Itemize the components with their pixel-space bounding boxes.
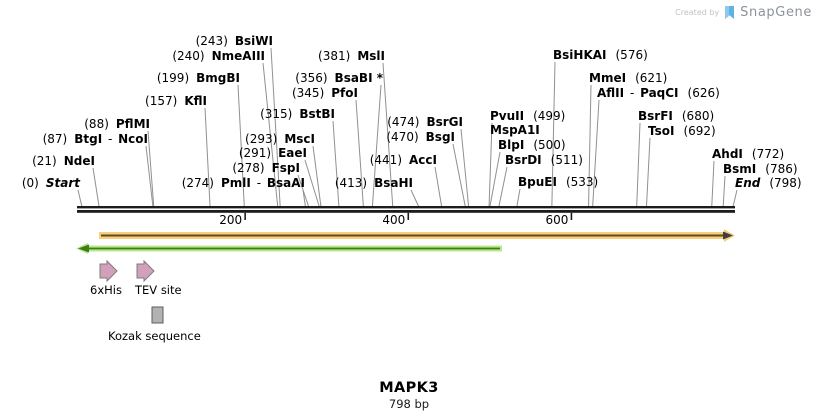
feature-label-kozak-sequence: Kozak sequence [108, 329, 201, 343]
site-label-pflmi: (88)PflMI [84, 117, 150, 131]
site-label-bsahi: (413)BsaHI [334, 176, 413, 190]
ruler-tick-label: 400 [382, 213, 405, 227]
site-connector-line [147, 130, 155, 208]
snapgene-brand-text: SnapGene [740, 5, 812, 20]
site-connector-line [355, 99, 364, 208]
site-label-nmeaiii: (240)NmeAIII [172, 49, 265, 63]
site-label-pmli-bsaai: (274)PmlI - BsaAI [181, 176, 305, 190]
site-label-btgi-ncoi: (87)BtgI - NcoI [42, 132, 148, 146]
site-label-mmei: MmeI(621) [589, 71, 668, 85]
site-connector-line [452, 143, 466, 208]
site-label-bstbi: (315)BstBI [260, 107, 335, 121]
site-label-msci: (293)MscI [245, 132, 315, 146]
snapgene-logo-icon [725, 5, 735, 19]
feature-label-6xhis: 6xHis [90, 283, 122, 297]
site-label-blpi: BlpI(500) [498, 138, 566, 152]
site-connector-line [145, 145, 154, 208]
site-connector-line [516, 188, 521, 208]
site-label-msli: (381)MslI [318, 49, 385, 63]
site-label-acci: (441)AccI [369, 153, 437, 167]
reverse-arrow-head [78, 244, 89, 253]
ruler-tick-label: 600 [546, 213, 569, 227]
site-label-fspi: (278)FspI [232, 161, 300, 175]
site-label-bsrfi: BsrFI(680) [638, 109, 715, 123]
ruler-tick-label: 200 [219, 213, 242, 227]
feature-arrow-6xhis [99, 259, 118, 283]
map-length-label: 798 bp [388, 397, 430, 411]
site-connector-line [434, 166, 443, 208]
site-connector-line [592, 99, 600, 208]
feature-arrow-tev-site [136, 259, 155, 283]
site-connector-line [488, 122, 493, 208]
site-connector-line [588, 84, 592, 208]
site-label-aflii-paqci: AflII - PaqCI(626) [597, 86, 720, 100]
reverse-arrow-core [89, 247, 500, 250]
site-label-bsihkai: BsiHKAI(576) [553, 48, 648, 62]
feature-box-kozak-sequence [151, 306, 164, 324]
site-label-ndei: (21)NdeI [32, 154, 95, 168]
site-connector-line [460, 128, 470, 208]
site-label-bmgbi: (199)BmgBI [156, 71, 240, 85]
site-connector-line [636, 122, 641, 208]
site-connector-line [270, 47, 281, 208]
site-label-kfli: (157)KflI [145, 94, 207, 108]
site-label-eaei: (291)EaeI [238, 146, 307, 160]
site-connector-line [302, 189, 306, 208]
feature-label-tev-site: TEV site [135, 283, 182, 297]
site-label-tsoi: TsoI(692) [648, 124, 716, 138]
site-label-bsabi: (356)BsaBI * [295, 71, 383, 85]
site-label-pfoi: (345)PfoI [291, 86, 358, 100]
orf-arrow-head [723, 231, 733, 240]
site-label-bpuei: BpuEI(533) [518, 175, 599, 189]
site-label-pvuii: PvuII(499) [490, 109, 566, 123]
site-label-mspa1i: MspA1I [490, 123, 540, 137]
site-connector-line [204, 107, 211, 208]
site-connector-line [237, 84, 245, 208]
site-connector-line [371, 84, 382, 208]
site-connector-line [645, 137, 651, 208]
site-connector-line [77, 189, 83, 208]
site-connector-line [732, 189, 738, 208]
site-connector-line [711, 160, 715, 208]
site-connector-line [410, 189, 420, 208]
site-connector-line [332, 120, 340, 208]
site-connector-line [382, 62, 394, 208]
site-connector-line [722, 175, 726, 208]
snapgene-credit: Created by SnapGene [675, 5, 812, 20]
site-label-bsmi: BsmI(786) [723, 162, 798, 176]
orf-arrow-core [101, 234, 725, 237]
site-label-ahdi: AhdI(772) [712, 147, 785, 161]
site-label-start: (0)Start [21, 176, 80, 190]
site-label-bsrgi: (474)BsrGI [387, 115, 463, 129]
site-connector-line [304, 159, 320, 208]
site-label-bsrdi: BsrDI(511) [505, 153, 583, 167]
site-connector-line [297, 174, 310, 208]
site-label-end: End(798) [735, 176, 802, 190]
map-title: MAPK3 [379, 380, 439, 396]
site-connector-line [92, 167, 100, 208]
site-connector-line [498, 166, 508, 208]
sequence-line-top [77, 206, 735, 209]
site-label-bsiwi: (243)BsiWI [195, 34, 273, 48]
site-connector-line [262, 62, 279, 208]
site-connector-line [551, 61, 556, 208]
sequence-line-bottom [77, 210, 735, 213]
site-connector-line [312, 145, 322, 208]
site-label-bsgi: (470)BsgI [386, 130, 455, 144]
created-by-text: Created by [675, 8, 720, 17]
site-connector-line [489, 151, 501, 208]
